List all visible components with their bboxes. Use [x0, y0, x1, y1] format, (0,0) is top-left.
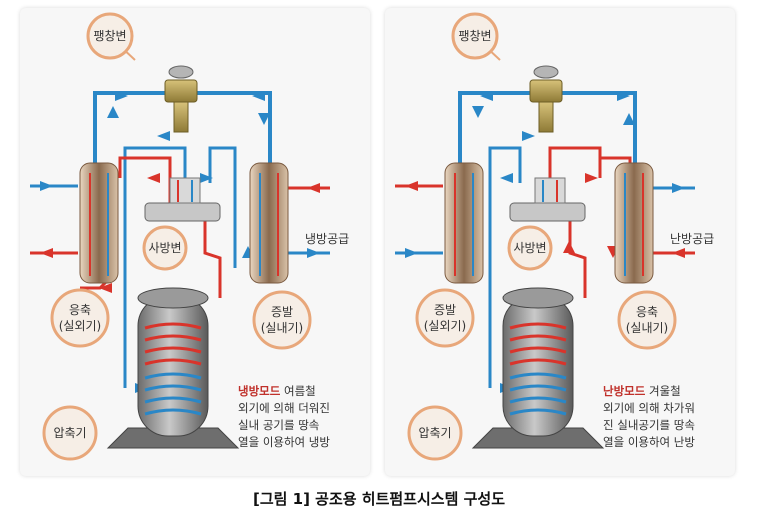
desc-line: 진 실내공기를 땅속 [603, 418, 695, 432]
arrow-right-icon [617, 91, 630, 101]
label-condenser: 응축 [69, 303, 91, 317]
label-four-way-valve: 사방변 [148, 241, 181, 255]
heating-description: 난방모드 겨울철 외기에 의해 차가워 진 실내공기를 땅속 열을 이용하여 난… [603, 383, 753, 451]
arrow-right-icon [405, 248, 418, 258]
expansion-valve [164, 79, 198, 103]
label-evaporator-location: (실외기) [424, 319, 466, 333]
bubble-evaporator: 증발 (실외기) [415, 288, 475, 348]
label-four-way-valve: 사방변 [513, 241, 546, 255]
arrow-down-icon [472, 106, 484, 118]
arrow-left-icon [40, 248, 53, 258]
expansion-valve [529, 79, 563, 103]
pipe-blue-top-right [560, 91, 637, 168]
label-evaporator-location: (실내기) [261, 321, 303, 335]
mode-title: 냉방모드 [238, 384, 281, 398]
figure-caption: [그림 1] 공조용 히트펌프시스템 구성도 [252, 490, 506, 508]
arrow-right-icon [200, 173, 213, 183]
arrow-right-icon [40, 181, 53, 191]
label-condenser: 응축 [636, 305, 658, 319]
pipe-blue-top-left [93, 91, 165, 168]
cooling-description: 냉방모드 여름철 외기에 의해 더워진 실내 공기를 땅속 열을 이용하여 냉방 [238, 383, 388, 451]
desc-line: 외기에 의해 차가워 [603, 401, 695, 415]
arrow-left-icon [157, 131, 170, 141]
bubble-four-way-valve: 사방변 [142, 225, 188, 271]
arrow-right-icon [115, 91, 128, 101]
pipe-blue-inner-right [208, 146, 237, 268]
label-evaporator: 증발 [271, 305, 293, 319]
arrow-left-icon [307, 183, 320, 193]
arrow-up-icon [107, 106, 119, 118]
pipe-red-top [548, 146, 602, 183]
label-expansion-valve: 팽창변 [93, 29, 126, 43]
indoor-heat-exchanger [249, 162, 289, 284]
pipe-blue-top-right [195, 91, 272, 168]
desc-line: 열을 이용하여 난방 [603, 435, 695, 449]
bubble-evaporator: 증발 (실내기) [252, 290, 312, 350]
bubble-four-way-valve: 사방변 [507, 225, 553, 271]
label-expansion-valve: 팽창변 [458, 29, 491, 43]
pipe-blue-top-left [458, 91, 530, 168]
arrow-up-icon [623, 113, 635, 125]
arrow-right-icon [585, 173, 598, 183]
heating-panel: 팽창변 사방변 증발 (실외기) 응축 (실내기) 압축기 난방공급 난방모드 … [385, 8, 735, 476]
arrow-left-icon [672, 248, 685, 258]
four-way-valve [509, 202, 586, 222]
arrow-left-icon [252, 91, 265, 101]
desc-line: 겨울철 [645, 384, 681, 398]
arrow-right-icon [672, 183, 685, 193]
heating-diagram: 팽창변 사방변 증발 (실외기) 응축 (실내기) 압축기 [395, 12, 695, 461]
label-condenser-location: (실외기) [59, 319, 101, 333]
desc-line: 실내 공기를 땅속 [238, 418, 320, 432]
pipe-blue-inner [123, 146, 187, 388]
compressor [137, 295, 209, 437]
mode-title: 난방모드 [603, 384, 646, 398]
arrow-up-icon [563, 241, 575, 253]
bubble-compressor: 압축기 [42, 405, 98, 461]
label-condenser-location: (실내기) [626, 321, 668, 335]
indoor-heat-exchanger [614, 162, 654, 284]
arrow-left-icon [99, 283, 112, 293]
label-cooling-supply: 냉방공급 [305, 232, 350, 246]
cooling-panel: 팽창변 사방변 응축 (실외기) 증발 (실내기) 압축기 냉방공급 냉방모드 … [20, 8, 370, 476]
arrow-left-icon [147, 173, 160, 183]
arrow-left-icon [500, 173, 513, 183]
desc-line: 외기에 의해 더워진 [238, 401, 330, 415]
arrow-right-icon [307, 248, 320, 258]
compressor [502, 295, 574, 437]
arrow-left-icon [480, 91, 493, 101]
label-compressor: 압축기 [418, 426, 451, 440]
pipe-red-down [568, 208, 587, 298]
outdoor-heat-exchanger [79, 162, 119, 284]
desc-line: 여름철 [280, 384, 316, 398]
compressor-coil [509, 322, 567, 416]
compressor-coil [144, 322, 202, 416]
label-heating-supply: 난방공급 [670, 232, 715, 246]
four-way-valve [144, 202, 221, 222]
bubble-condenser: 응축 (실외기) [50, 288, 110, 348]
label-evaporator: 증발 [434, 303, 456, 317]
outdoor-heat-exchanger [444, 162, 484, 284]
bubble-compressor: 압축기 [407, 405, 463, 461]
bubble-expansion-valve: 팽창변 [86, 12, 136, 61]
bubble-condenser: 응축 (실내기) [617, 290, 677, 350]
arrow-right-icon [522, 131, 535, 141]
pipe-red-left [118, 156, 172, 208]
arrow-left-icon [405, 181, 418, 191]
cooling-diagram: 팽창변 사방변 응축 (실외기) 증발 (실내기) 압축기 [30, 12, 330, 461]
pipe-blue-inner [488, 146, 522, 388]
label-compressor: 압축기 [53, 426, 86, 440]
bubble-expansion-valve: 팽창변 [451, 12, 501, 61]
desc-line: 열을 이용하여 냉방 [238, 435, 330, 449]
pipe-red-down [203, 208, 222, 298]
arrow-down-icon [258, 113, 270, 125]
